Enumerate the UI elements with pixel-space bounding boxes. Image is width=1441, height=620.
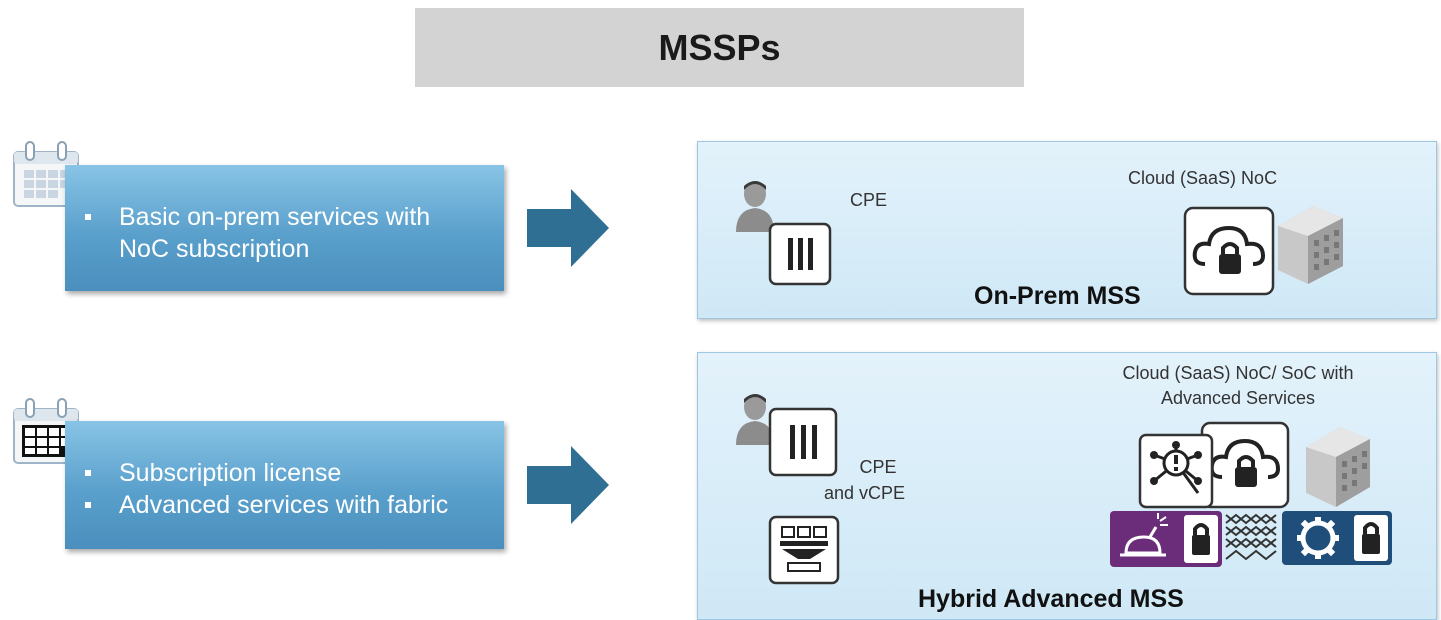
- on-prem-services-box: Basic on-prem services with NoC subscrip…: [65, 165, 504, 291]
- vcpe-appliance-icon: [768, 515, 840, 585]
- firewall-appliance-icon: [768, 222, 832, 286]
- bullet-item: Advanced services with fabric: [65, 489, 504, 521]
- calendar-icon: [13, 141, 79, 207]
- building-icon: [1278, 206, 1343, 284]
- arrow-right-icon: [527, 446, 609, 524]
- bullet-item: Basic on-prem services with NoC subscrip…: [65, 201, 479, 265]
- cpe-label: CPE: [859, 457, 897, 477]
- vcpe-label: and vCPE: [824, 483, 906, 503]
- bullet-item: Subscription license: [65, 457, 504, 489]
- hybrid-mss-title: Hybrid Advanced MSS: [918, 585, 1184, 613]
- cpe-label: CPE: [850, 190, 888, 210]
- advanced-services-box: Subscription license Advanced services w…: [65, 421, 504, 549]
- person-icon: [736, 394, 774, 445]
- cloud-noc-label: Cloud (SaaS) NoC: [1128, 168, 1278, 188]
- on-prem-mss-title: On-Prem MSS: [974, 282, 1141, 310]
- building-icon: [1306, 427, 1370, 507]
- firewall-appliance-icon: [768, 407, 838, 477]
- fabric-link-icon: [1225, 513, 1277, 561]
- page-title: MSSPs: [415, 8, 1024, 87]
- person-icon: [736, 181, 774, 232]
- arrow-right-icon: [527, 189, 609, 267]
- on-prem-bullet-list: Basic on-prem services with NoC subscrip…: [65, 165, 504, 265]
- cloud-soc-label-line2: Advanced Services: [1160, 388, 1316, 408]
- advanced-bullet-list: Subscription license Advanced services w…: [65, 421, 504, 521]
- bomb-lock-icon: [1110, 511, 1222, 567]
- cloud-lock-icon: [1200, 421, 1290, 509]
- hybrid-mss-panel: CPE and vCPE Cloud (SaaS) NoC/ SoC with …: [697, 352, 1437, 620]
- cloud-lock-icon: [1183, 206, 1275, 296]
- threat-network-icon: [1138, 433, 1214, 509]
- page-title-text: MSSPs: [658, 26, 781, 68]
- gear-lock-icon: [1282, 511, 1392, 565]
- on-prem-mss-panel: CPE Cloud (SaaS) NoC On-Prem MSS: [697, 141, 1437, 319]
- cloud-soc-label-line1: Cloud (SaaS) NoC/ SoC with: [1122, 363, 1354, 383]
